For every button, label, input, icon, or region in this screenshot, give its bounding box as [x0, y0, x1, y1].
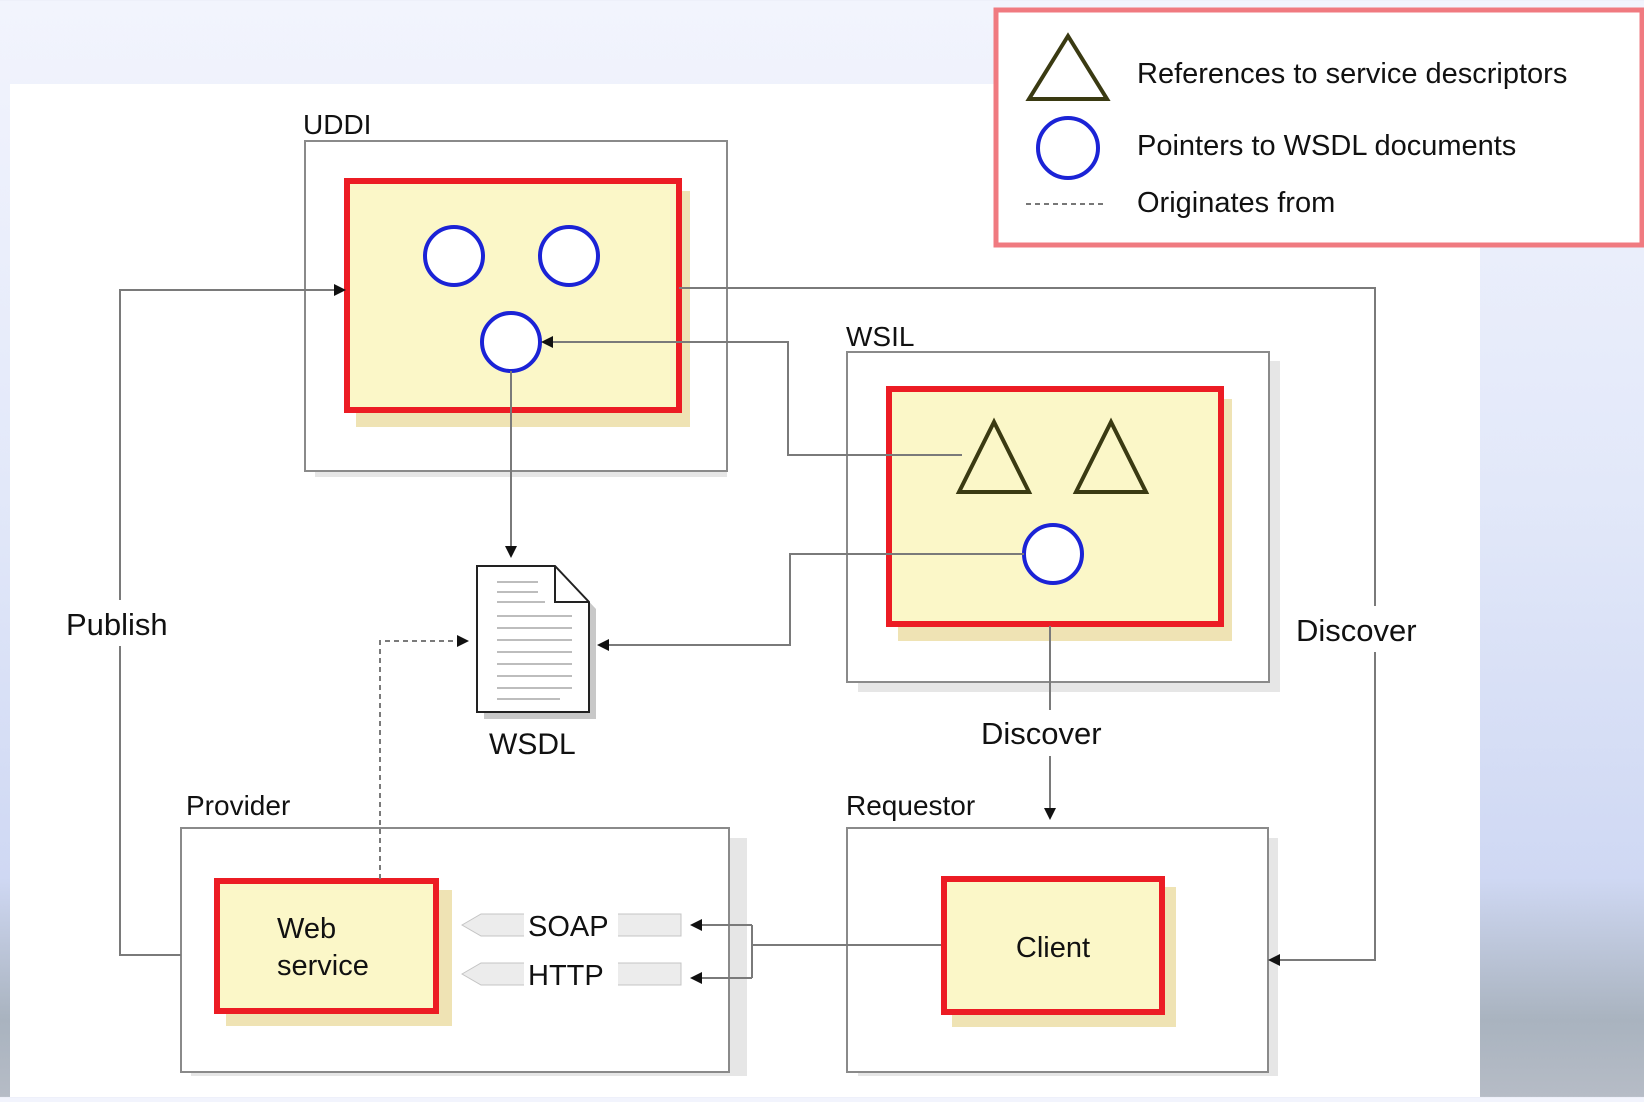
legend-item-dashed-label: Originates from	[1137, 187, 1335, 219]
service-descriptor-triangle-icon	[1072, 417, 1150, 494]
uddi-label: UDDI	[303, 109, 371, 140]
wsdl-document: WSDL	[476, 565, 596, 761]
discover-direct-label: Discover	[1296, 613, 1417, 648]
http-label: HTTP	[528, 960, 604, 992]
publish-label: Publish	[66, 607, 168, 642]
requestor-label: Requestor	[846, 790, 975, 821]
legend-item-triangle-label: References to service descriptors	[1137, 58, 1567, 90]
wsil-inspection: WSIL	[846, 321, 1280, 692]
client-component	[941, 876, 1165, 1015]
web-service-label-line1: Web	[277, 913, 336, 945]
triangle-icon	[1025, 32, 1111, 101]
wsdl-pointer-circle-icon	[423, 225, 485, 287]
wsdl-pointer-circle-icon	[538, 225, 600, 287]
wsil-label: WSIL	[846, 321, 914, 352]
uddi-registry: UDDI	[303, 109, 728, 477]
legend-item-circle-label: Pointers to WSDL documents	[1137, 130, 1516, 162]
provider-label: Provider	[186, 790, 290, 821]
wsil-to-wsdl-connector	[597, 553, 1024, 651]
wsil-component	[886, 386, 1224, 627]
legend: References to service descriptors Pointe…	[993, 7, 1644, 248]
wsil-to-uddi-connector	[541, 336, 962, 456]
soap-label: SOAP	[528, 911, 609, 943]
circle-icon	[1036, 116, 1100, 180]
service-descriptor-triangle-icon	[955, 417, 1033, 494]
wsdl-pointer-circle-icon	[1022, 523, 1084, 585]
discover-wsil-label: Discover	[981, 716, 1102, 751]
uddi-component	[344, 178, 682, 413]
provider-box: Provider Web service SOAP HTTP	[180, 790, 747, 1076]
requestor-box: Requestor Client	[846, 790, 1278, 1076]
web-service-label-line2: service	[277, 950, 369, 982]
client-label: Client	[1016, 932, 1090, 964]
originates-from-connector	[379, 635, 469, 879]
web-service-component	[214, 878, 439, 1014]
wsdl-label: WSDL	[489, 728, 576, 761]
wsdl-pointer-circle-icon	[480, 311, 542, 373]
